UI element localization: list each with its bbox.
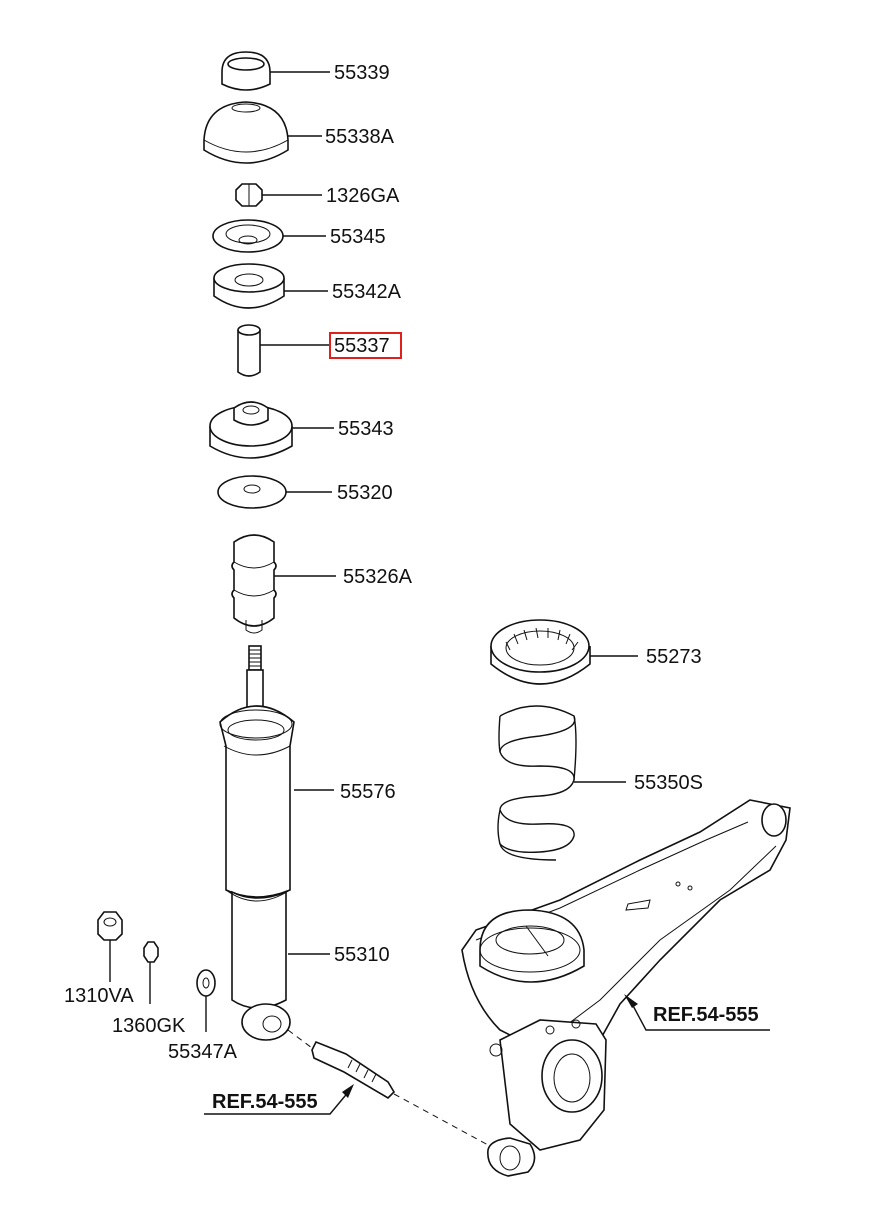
label-55576: 55576 — [340, 781, 396, 803]
part-55576-55310-drawing — [219, 645, 295, 1041]
part-55320-drawing — [217, 475, 287, 509]
label-55342A: 55342A — [332, 281, 402, 303]
bolt-drawing — [311, 1040, 396, 1100]
part-55342A-drawing — [213, 263, 285, 309]
label-55347A: 55347A — [168, 1041, 238, 1063]
part-55338A-drawing — [203, 101, 289, 164]
part-55345-drawing — [212, 219, 284, 253]
ref-label-bolt: REF.54-555 — [212, 1091, 318, 1113]
part-55350S-drawing — [497, 705, 577, 861]
part-1310VA-drawing — [97, 911, 123, 941]
part-55326A-drawing — [231, 534, 277, 634]
part-55347A-drawing — [196, 969, 216, 997]
part-55343-drawing — [209, 401, 293, 459]
label-55310: 55310 — [334, 944, 390, 966]
label-55343: 55343 — [338, 418, 394, 440]
lower-arm-assembly-drawing — [461, 799, 791, 1177]
part-55273-drawing — [490, 619, 591, 685]
highlight-box — [329, 332, 402, 359]
label-55350S: 55350S — [634, 772, 703, 794]
label-1326GA: 1326GA — [326, 185, 400, 207]
part-55339-drawing — [221, 51, 271, 91]
part-55337-drawing — [237, 324, 261, 377]
label-55326A: 55326A — [343, 566, 413, 588]
label-1360GK: 1360GK — [112, 1015, 186, 1037]
label-55337: 55337 — [334, 335, 390, 357]
label-55273: 55273 — [646, 646, 702, 668]
label-55339: 55339 — [334, 62, 390, 84]
label-1310VA: 1310VA — [64, 985, 134, 1007]
label-55338A: 55338A — [325, 126, 395, 148]
label-55345: 55345 — [330, 226, 386, 248]
label-55320: 55320 — [337, 482, 393, 504]
ref-label-arm: REF.54-555 — [653, 1004, 759, 1026]
part-1326GA-drawing — [235, 183, 263, 207]
part-1360GK-drawing — [143, 941, 159, 963]
